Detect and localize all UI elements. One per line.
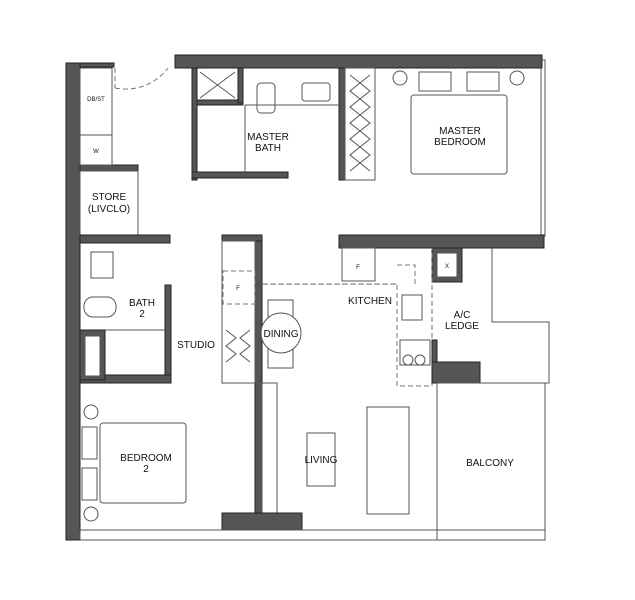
tv-console (261, 382, 278, 514)
left-exterior-wall (65, 62, 81, 541)
store-room (79, 170, 139, 236)
bedroom-living-wall (338, 234, 545, 249)
studio-wall (254, 234, 263, 516)
label-dining: DINING (264, 329, 299, 340)
label-bedroom2-num: 2 (143, 464, 149, 475)
sofa (366, 406, 410, 515)
lamp-icon (83, 506, 99, 522)
pillow (466, 71, 500, 92)
bottom-window (79, 529, 546, 541)
top-left-wall (79, 62, 115, 68)
pillow (418, 71, 452, 92)
store-wall (79, 164, 139, 172)
top-exterior-wall (174, 54, 543, 69)
toilet-icon (83, 296, 117, 318)
label-store: STORE (92, 192, 127, 203)
label-studio-fridge: F (236, 286, 240, 292)
ac-ledge-outline (480, 248, 550, 384)
wardrobe-hangers-icon (349, 74, 371, 172)
label-kitchen: KITCHEN (348, 296, 392, 307)
kitchen-outline (262, 248, 433, 387)
ac-ledge-block (431, 361, 481, 384)
label-bedroom2: BEDROOM (120, 453, 172, 464)
master-bath-bottom-wall (191, 171, 289, 179)
master-wardrobe (344, 67, 376, 181)
bath2-top-wall (79, 234, 171, 244)
label-ac-ledge-2: LEDGE (445, 321, 479, 332)
label-master-bedroom-2: BEDROOM (434, 137, 486, 148)
sink-icon (90, 251, 114, 279)
label-master-bedroom: MASTER (439, 126, 481, 137)
kitchen-sink-icon (401, 294, 423, 321)
label-bath2-num: 2 (139, 309, 145, 320)
bedroom2-bed (99, 422, 187, 504)
pillow (81, 467, 98, 501)
bath2-right-wall (164, 284, 172, 384)
lamp-icon (392, 70, 408, 86)
shower-wall (196, 99, 244, 106)
toilet-icon (256, 82, 276, 114)
wardrobe-hangers-icon (225, 329, 251, 363)
shower-icon (199, 71, 236, 99)
pillow (81, 426, 98, 460)
studio-top-wall (221, 234, 263, 242)
lamp-icon (509, 70, 525, 86)
dining-table-round (260, 312, 302, 354)
shower-side-wall (237, 67, 244, 104)
label-master-bath-2: BATH (255, 143, 281, 154)
w-closet (79, 134, 113, 166)
label-vent: X (445, 264, 449, 270)
label-studio: STUDIO (177, 340, 215, 351)
label-w: W (93, 149, 99, 155)
label-store-sub: (LIVCLO) (88, 204, 130, 215)
label-bath2: BATH (129, 298, 155, 309)
master-bath-left-wall (191, 67, 198, 181)
lamp-icon (83, 404, 99, 420)
master-bedroom-window (540, 59, 546, 237)
studio-fridge (222, 270, 256, 305)
sink-icon (301, 82, 331, 102)
label-balcony: BALCONY (466, 458, 514, 469)
master-bed (410, 94, 508, 175)
label-ac-ledge: A/C (454, 310, 471, 321)
kitchen-fridge (341, 247, 376, 282)
label-living: LIVING (305, 455, 338, 466)
coffee-table (306, 432, 336, 487)
entrance-door-swing (114, 67, 169, 90)
label-kitchen-fridge: F (356, 265, 360, 271)
label-db-st: DB/ST (87, 97, 105, 103)
master-bath-right-wall (338, 67, 346, 181)
label-master-bath: MASTER (247, 132, 289, 143)
bottom-column (221, 512, 303, 531)
stove-icon (399, 339, 431, 366)
studio-wardrobe (221, 240, 256, 384)
